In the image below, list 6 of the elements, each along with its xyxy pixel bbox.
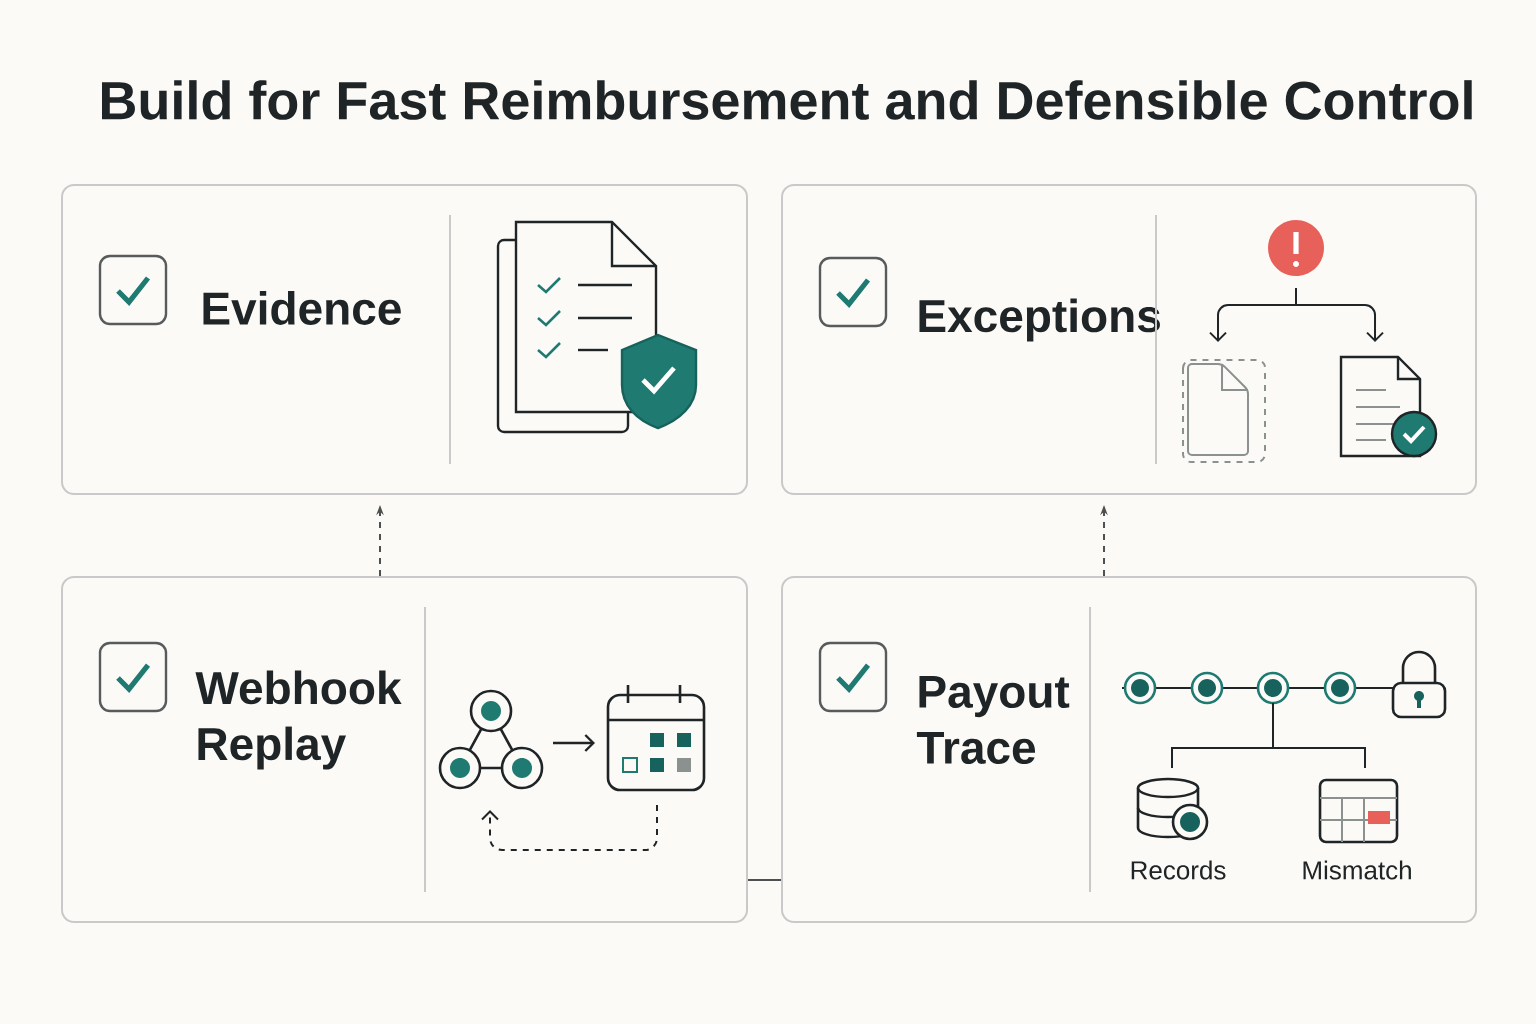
title: Build for Fast Reimbursement and Defensible Control	[102, 80, 1472, 120]
icon-caption: Mismatch	[1303, 860, 1411, 880]
connector	[747, 879, 782, 881]
feature-panel: Exceptions	[781, 184, 1477, 495]
icon-caption: Records	[1131, 860, 1226, 880]
feature-panel: Webhook Replay	[61, 576, 748, 923]
